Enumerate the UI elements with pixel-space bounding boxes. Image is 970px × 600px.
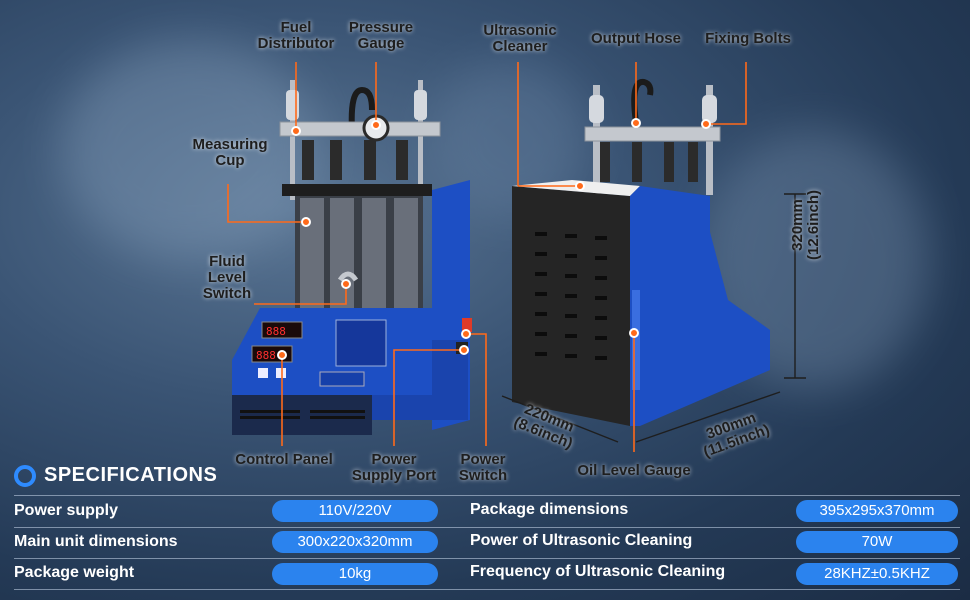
power-supply-port-label: Power Supply Port — [351, 451, 437, 484]
marker-dot — [629, 328, 639, 338]
marker-dot — [575, 181, 585, 191]
measuring-cup-label: Measuring Cup — [192, 136, 268, 169]
ring-icon — [14, 464, 36, 487]
divider — [14, 589, 960, 590]
marker-dot — [701, 119, 711, 129]
spec-value-package-weight: 10kg — [272, 563, 438, 585]
front-unit: 888 888 — [232, 80, 472, 435]
spec-value-main-unit-dimensions: 300x220x320mm — [272, 531, 438, 553]
marker-dot — [277, 350, 287, 360]
side-unit — [512, 79, 770, 426]
spec-value-power-supply: 110V/220V — [272, 500, 438, 522]
marker-dot — [461, 329, 471, 339]
divider — [14, 495, 960, 496]
spec-label-power-supply: Power supply — [14, 502, 119, 519]
pressure-gauge-label: Pressure Gauge — [348, 19, 414, 52]
fixing-bolts-label: Fixing Bolts — [705, 30, 791, 47]
height-dimension-label: 320mm (12.6inch) — [789, 189, 822, 261]
spec-label-package-weight: Package weight — [14, 564, 135, 581]
svg-text:888: 888 — [266, 325, 286, 338]
marker-dot — [291, 126, 301, 136]
marker-dot — [371, 120, 381, 130]
marker-dot — [631, 118, 641, 128]
svg-text:888: 888 — [256, 349, 276, 362]
fluid-level-switch-label: Fluid Level Switch — [202, 253, 252, 302]
oil-level-gauge-label: Oil Level Gauge — [577, 462, 691, 479]
spec-value-ultrasonic-power: 70W — [796, 531, 958, 553]
spec-label-main-unit-dimensions: Main unit dimensions — [14, 533, 178, 550]
ultrasonic-cleaner-label: Ultrasonic Cleaner — [483, 22, 557, 55]
spec-label-ultrasonic-frequency: Frequency of Ultrasonic Cleaning — [470, 563, 726, 580]
specifications-title: SPECIFICATIONS — [44, 464, 218, 486]
spec-label-ultrasonic-power: Power of Ultrasonic Cleaning — [470, 532, 693, 549]
control-panel-label: Control Panel — [235, 451, 333, 468]
spec-value-package-dimensions: 395x295x370mm — [796, 500, 958, 522]
spec-value-ultrasonic-frequency: 28KHZ±0.5KHZ — [796, 563, 958, 585]
marker-dot — [459, 345, 469, 355]
divider — [14, 558, 960, 559]
divider — [14, 527, 960, 528]
marker-dot — [301, 217, 311, 227]
background-engine-blur — [60, 40, 320, 260]
specifications-header: SPECIFICATIONS — [14, 464, 217, 487]
marker-dot — [341, 279, 351, 289]
spec-label-package-dimensions: Package dimensions — [470, 501, 629, 518]
output-hose-label: Output Hose — [591, 30, 681, 47]
power-switch-label: Power Switch — [458, 451, 508, 484]
fuel-distributor-label: Fuel Distributor — [257, 19, 335, 52]
